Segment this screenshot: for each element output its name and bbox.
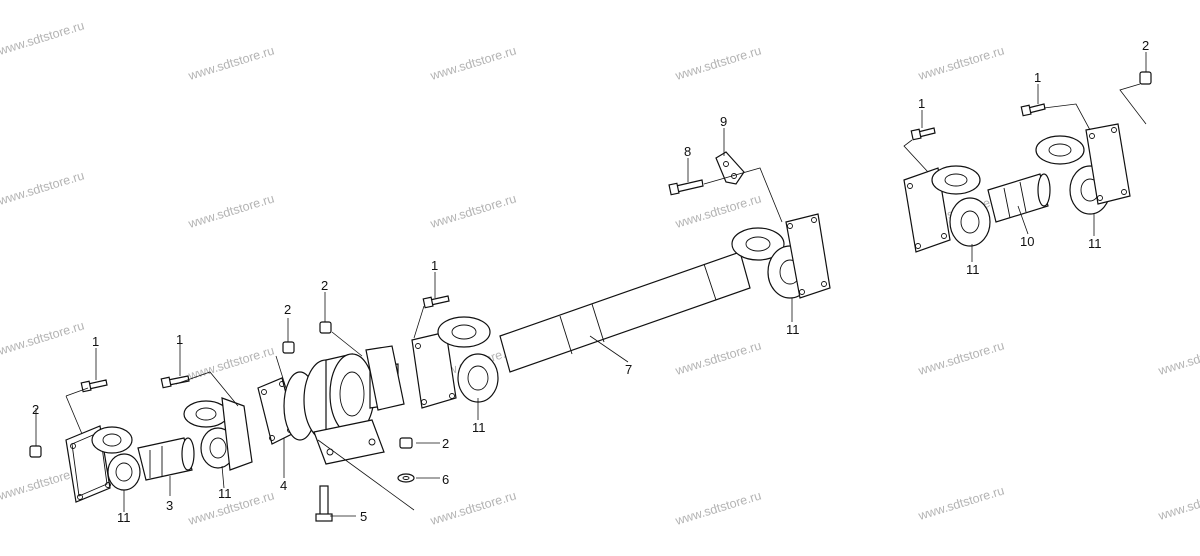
callout-1: 1 <box>92 334 99 349</box>
watermark: www.sdtstore.ru <box>186 191 276 231</box>
center-support-bearing <box>283 345 405 465</box>
callout-labels: 1 2 1 2 2 1 2 6 5 3 11 11 4 11 7 8 9 11 … <box>32 38 1149 525</box>
watermark: www.sdtstore.ru <box>428 191 518 231</box>
callout-9: 9 <box>720 114 727 129</box>
watermark: www.sdtstore.ru <box>673 488 763 528</box>
callout-11: 11 <box>472 420 486 435</box>
watermark: www.sdtstore.ru <box>0 168 86 208</box>
watermark: www.sdtstore.ru <box>428 488 518 528</box>
callout-2: 2 <box>321 278 328 293</box>
callout-2: 2 <box>1142 38 1149 53</box>
top-right-flange-yoke <box>903 165 991 253</box>
bolt <box>668 179 704 196</box>
front-flange-yoke <box>65 425 141 503</box>
callout-3: 3 <box>166 498 173 513</box>
watermark: www.sdtstore.ru <box>0 318 86 358</box>
main-flange-yoke <box>411 316 499 409</box>
top-right-rear-flange-yoke <box>1035 123 1131 215</box>
bolts-and-nuts <box>29 71 1152 522</box>
watermark: www.sdtstore.ru <box>0 18 86 58</box>
callout-10: 10 <box>1020 234 1034 249</box>
callout-1: 1 <box>431 258 438 273</box>
callout-2: 2 <box>442 436 449 451</box>
watermark: www.sdtstore.ru <box>673 191 763 231</box>
callout-1: 1 <box>918 96 925 111</box>
callout-11: 11 <box>218 486 232 501</box>
callout-11: 11 <box>1088 236 1102 251</box>
callout-2: 2 <box>284 302 291 317</box>
callout-11: 11 <box>786 322 800 337</box>
callout-4: 4 <box>280 478 287 493</box>
watermark: www.sdtstore.ru <box>916 483 1006 523</box>
watermark: www.sdtstore.ru <box>186 43 276 83</box>
callout-11: 11 <box>966 262 980 277</box>
callout-8: 8 <box>684 144 691 159</box>
callout-1: 1 <box>1034 70 1041 85</box>
callout-7: 7 <box>625 362 632 377</box>
callout-1: 1 <box>176 332 183 347</box>
callout-11: 11 <box>117 510 131 525</box>
watermark: www.sdtstore.ru <box>1156 338 1200 378</box>
rear-flange-yoke-main <box>731 213 831 299</box>
main-tube <box>499 251 751 373</box>
front-slip-shaft <box>137 437 195 481</box>
watermark: www.sdtstore.ru <box>428 43 518 83</box>
callout-2: 2 <box>32 402 39 417</box>
watermark: www.sdtstore.ru <box>186 343 276 383</box>
watermark: www.sdtstore.ru <box>916 338 1006 378</box>
callout-6: 6 <box>442 472 449 487</box>
watermark: www.sdtstore.ru <box>1156 483 1200 523</box>
leader-lines <box>35 52 1147 517</box>
front-rear-flange-yoke <box>183 397 253 471</box>
callout-5: 5 <box>360 509 367 524</box>
top-right-slip-shaft <box>987 173 1051 223</box>
watermark: www.sdtstore.ru <box>916 43 1006 83</box>
watermark: www.sdtstore.ru <box>673 338 763 378</box>
watermark: www.sdtstore.ru <box>673 43 763 83</box>
